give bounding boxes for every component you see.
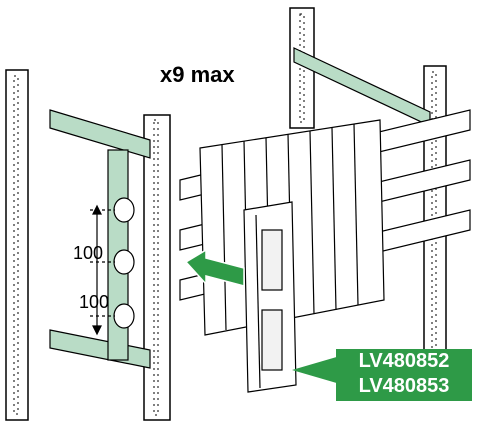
dimension-label-upper: 100 — [73, 243, 104, 263]
reference-label: LV480852 LV480853 — [336, 349, 472, 401]
dimension-lines — [90, 204, 115, 336]
label-pointer — [292, 356, 340, 384]
dimension-label-lower: 100 — [79, 292, 110, 312]
reference-code-2: LV480853 — [358, 375, 450, 397]
left-front-upright — [143, 114, 171, 421]
insertion-arrow — [184, 248, 245, 287]
insulators — [113, 197, 135, 329]
front-module — [243, 201, 297, 393]
max-quantity-label: x9 max — [160, 62, 235, 87]
left-rear-upright — [5, 69, 29, 421]
reference-code-1: LV480852 — [358, 350, 450, 372]
